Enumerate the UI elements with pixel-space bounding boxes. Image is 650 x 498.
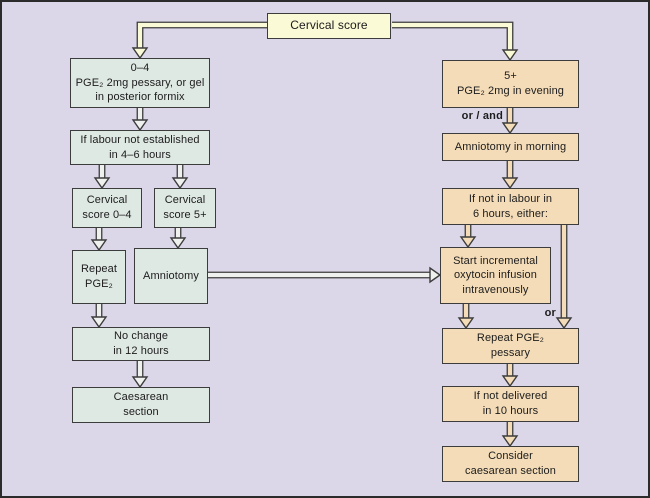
- node-caesarean-section: Caesarean section: [72, 387, 210, 423]
- node-high-score-evening: 5+ PGE₂ 2mg in evening: [442, 60, 579, 108]
- node-amniotomy: Amniotomy: [134, 248, 208, 304]
- node-amniotomy-morning: Amniotomy in morning: [442, 133, 579, 161]
- node-labour-not-established: If labour not established in 4–6 hours: [70, 130, 210, 165]
- node-low-score-pessary: 0–4 PGE₂ 2mg pessary, or gel in posterio…: [70, 58, 210, 108]
- node-not-delivered: If not delivered in 10 hours: [442, 386, 579, 422]
- node-low-score-pessary-label: 0–4 PGE₂ 2mg pessary, or gel in posterio…: [75, 62, 205, 104]
- node-repeat-pge2: Repeat PGE₂: [72, 250, 126, 304]
- arrowhead-icon: [501, 177, 519, 190]
- node-repeat-pessary-label: Repeat PGE₂ pessary: [476, 332, 545, 359]
- arrowhead-icon: [131, 119, 149, 132]
- node-oxytocin-infusion: Start incremental oxytocin infusion intr…: [440, 247, 551, 304]
- node-caesarean-section-label: Caesarean section: [113, 391, 169, 418]
- node-high-score-evening-label: 5+ PGE₂ 2mg in evening: [456, 70, 565, 97]
- arrowhead-icon: [501, 122, 519, 135]
- arrowhead-icon: [457, 317, 475, 330]
- node-amniotomy-morning-label: Amniotomy in morning: [454, 140, 567, 153]
- node-cervical-score-0-4-label: Cervical score 0–4: [82, 194, 132, 221]
- node-repeat-pessary: Repeat PGE₂ pessary: [442, 328, 579, 364]
- arrowhead-icon: [131, 47, 149, 60]
- connector-line: [392, 22, 513, 51]
- node-cervical-score-label: Cervical score: [290, 18, 368, 33]
- connector-outline: [392, 21, 514, 51]
- node-not-in-labour: If not in labour in 6 hours, either:: [442, 188, 579, 225]
- node-labour-not-established-label: If labour not established in 4–6 hours: [80, 133, 200, 161]
- node-not-delivered-label: If not delivered in 10 hours: [473, 390, 548, 417]
- arrowhead-icon: [501, 435, 519, 448]
- arrowhead-icon: [555, 317, 573, 330]
- node-consider-caesarean-label: Consider caesarean section: [465, 450, 556, 477]
- arrowhead-icon: [501, 49, 519, 62]
- node-oxytocin-infusion-label: Start incremental oxytocin infusion intr…: [453, 254, 538, 296]
- arrowhead-icon: [169, 237, 187, 250]
- arrowhead-icon: [90, 239, 108, 252]
- node-amniotomy-label: Amniotomy: [143, 269, 199, 282]
- arrowhead-icon: [501, 375, 519, 388]
- node-not-in-labour-label: If not in labour in 6 hours, either:: [468, 192, 553, 220]
- node-repeat-pge2-label: Repeat PGE₂: [80, 263, 118, 290]
- connector-outline: [136, 21, 267, 49]
- node-cervical-score-0-4: Cervical score 0–4: [72, 188, 142, 228]
- node-consider-caesarean: Consider caesarean section: [442, 446, 579, 482]
- arrowhead-icon: [171, 177, 189, 190]
- arrowhead-icon: [131, 376, 149, 389]
- node-cervical-score: Cervical score: [267, 13, 391, 39]
- arrowhead-icon: [459, 236, 477, 249]
- arrowhead-icon: [429, 266, 442, 284]
- node-cervical-score-5plus-label: Cervical score 5+: [163, 194, 207, 221]
- arrowhead-icon: [93, 177, 111, 190]
- node-no-change: No change in 12 hours: [72, 327, 210, 361]
- label-or-and: or / and: [461, 110, 503, 122]
- connector-line: [137, 22, 267, 49]
- node-no-change-label: No change in 12 hours: [113, 330, 169, 357]
- label-or: or: [544, 307, 556, 319]
- node-cervical-score-5plus: Cervical score 5+: [154, 188, 216, 228]
- arrowhead-icon: [90, 316, 108, 329]
